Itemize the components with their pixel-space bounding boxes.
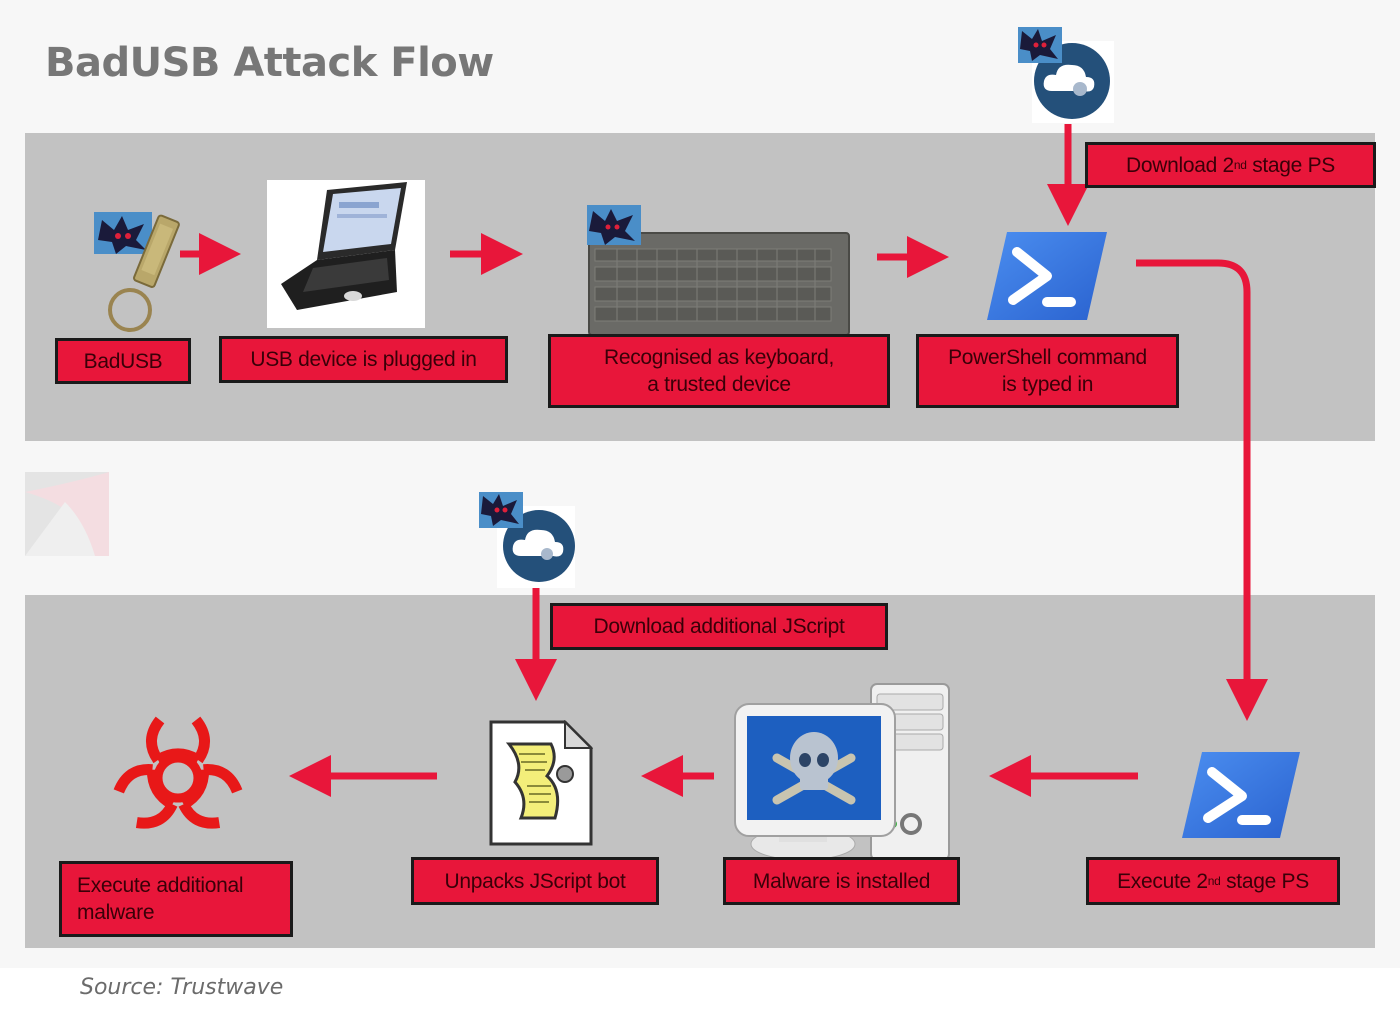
step-label-download-jscript: Download additional JScript: [550, 603, 888, 650]
logo-watermark-icon: [25, 472, 109, 556]
step-label-recognised-keyboard: Recognised as keyboard, a trusted device: [548, 334, 890, 408]
arrow-powershell-to-execute: [1136, 259, 1268, 721]
label-text-tail: stage PS: [1246, 153, 1336, 177]
powershell-icon: [987, 232, 1107, 320]
step-label-badusb: BadUSB: [55, 338, 191, 384]
label-text-tail: stage PS: [1220, 869, 1309, 893]
script-file-icon: [489, 720, 593, 846]
powershell-icon: [1182, 752, 1300, 838]
biohazard-icon: [113, 716, 243, 829]
usb-stick-icon: [94, 212, 180, 332]
keyboard-icon: [587, 205, 850, 335]
step-label-malware-installed: Malware is installed: [723, 857, 960, 905]
step-label-usb-plugged: USB device is plugged in: [219, 336, 508, 383]
step-label-execute-malware: Execute additional malware: [59, 861, 293, 937]
cloud-download-icon: [479, 492, 575, 588]
infected-computer-icon: [734, 683, 950, 861]
footer-band: [0, 968, 1400, 1016]
label-text: Execute 2: [1117, 869, 1208, 893]
step-label-unpacks-jscript: Unpacks JScript bot: [411, 857, 659, 905]
step-label-powershell-typed: PowerShell command is typed in: [916, 334, 1179, 408]
source-caption: Source: Trustwave: [80, 975, 284, 1000]
cloud-download-icon: [1018, 27, 1114, 123]
laptop-icon: [267, 180, 425, 328]
diagram-title: BadUSB Attack Flow: [45, 40, 494, 86]
label-text: Download 2: [1125, 153, 1234, 177]
